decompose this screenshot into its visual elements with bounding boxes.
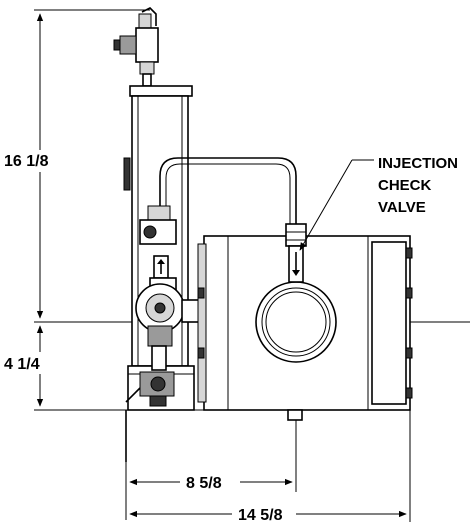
dimension-overall-height: 16 1/8 [4,9,150,319]
callout-injection-check-valve: INJECTION CHECK VALVE [299,155,458,251]
meter-bore [255,281,337,363]
callout-line-valve: VALVE [378,199,426,216]
dimension-label-center-width: 8 5/8 [186,475,222,492]
dimension-overall-width: 14 5/8 [129,410,411,524]
pump-head [135,277,203,347]
metering-valve-group [139,205,177,279]
injection-tubing [159,157,297,224]
drain-valve-group [125,345,175,407]
dimension-center-width: 8 5/8 [125,420,297,520]
dimension-label-overall-width: 14 5/8 [238,507,283,524]
fill-valve-assembly [113,7,159,87]
callout-line-check: CHECK [378,177,432,194]
dimension-label-lower-height: 4 1/4 [4,356,40,373]
dimension-label-overall-height: 16 1/8 [4,153,49,170]
injection-check-valve [285,223,307,283]
callout-line-injection: INJECTION [378,155,458,172]
